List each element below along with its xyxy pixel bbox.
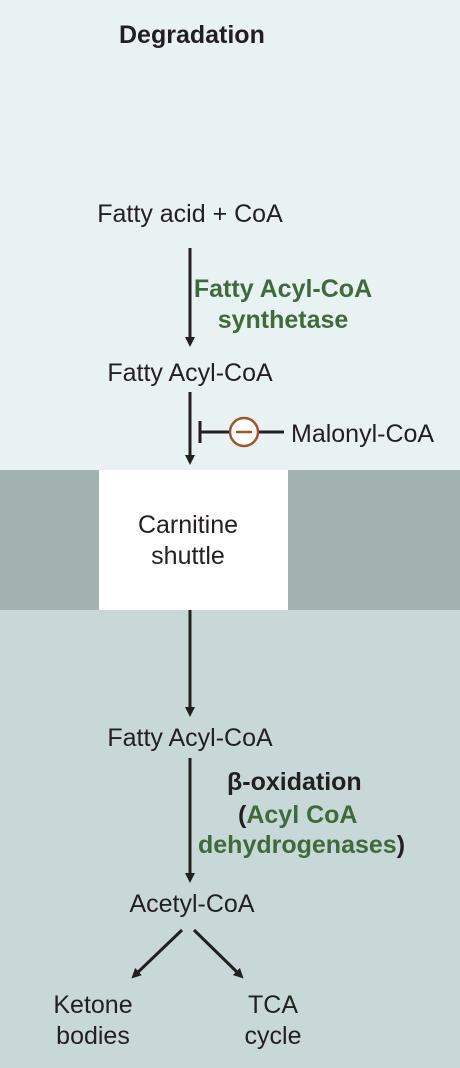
node-malonyl-coa: Malonyl-CoA [291,420,435,448]
paren-open: ( [238,801,247,829]
node-tca-line1: TCA [248,991,298,1019]
node-tca-line2: cycle [244,1022,302,1050]
carnitine-shuttle-line1: Carnitine [137,511,239,539]
carnitine-shuttle-line2: shuttle [151,542,225,570]
inhibition-symbol [198,416,284,448]
cytosol-region [0,0,460,470]
enzyme-synthetase-line1: Fatty Acyl-CoA [193,275,373,303]
enzyme-acyl-coa-line2: dehydrogenases [198,831,397,859]
paren-close: ) [396,831,406,859]
node-ketone-line2: bodies [56,1022,130,1050]
node-fatty-acid-coa: Fatty acid + CoA [97,200,283,228]
node-ketone-line1: Ketone [53,991,133,1019]
mitochondria-region [0,610,460,1068]
node-fatty-acyl-coa-mito: Fatty Acyl-CoA [107,724,273,752]
label-beta-oxidation: β-oxidation [227,768,362,796]
node-acetyl-coa: Acetyl-CoA [129,890,255,918]
node-fatty-acyl-coa-cytosol: Fatty Acyl-CoA [107,359,273,387]
acyl-coa-enzyme-line2: dehydrogenases) [198,830,405,860]
page-title: Degradation [119,21,265,49]
enzyme-acyl-coa-line1: Acyl CoA [246,801,358,829]
arrow-to-ketone [131,928,184,979]
enzyme-synthetase-line2: synthetase [217,306,349,334]
arrow-to-tca [192,928,244,979]
acyl-coa-enzyme-line1: (Acyl CoA [238,800,357,830]
carnitine-shuttle-box [99,470,288,610]
